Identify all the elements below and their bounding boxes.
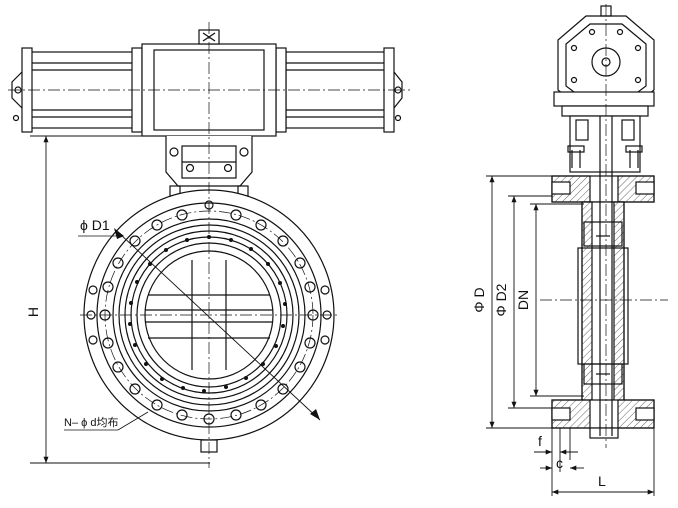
label-face-to-face-length: L: [598, 473, 606, 489]
valve-body-front: [64, 22, 338, 468]
label-nominal-diameter: DN: [515, 290, 531, 310]
label-raised-face-diameter: Φ D2: [493, 283, 509, 316]
bolt-holes-inner: [128, 235, 287, 393]
actuator-end-view: [553, 5, 655, 173]
label-outer-diameter: Φ D: [471, 287, 487, 312]
valve-body-side: [540, 4, 668, 448]
front-view: [8, 22, 410, 468]
label-flange-thickness: c: [556, 455, 563, 471]
dimension-h: [30, 135, 210, 464]
pneumatic-actuator: [8, 29, 410, 197]
side-view: [486, 4, 668, 496]
label-d1: ϕ D1: [80, 217, 110, 233]
label-bolt-holes: N– ϕ d均布: [64, 416, 118, 429]
label-face-thickness: f: [538, 433, 542, 449]
bolt-holes-outer: [86, 200, 332, 425]
side-dimensions: [486, 175, 655, 496]
label-h: H: [25, 307, 41, 317]
